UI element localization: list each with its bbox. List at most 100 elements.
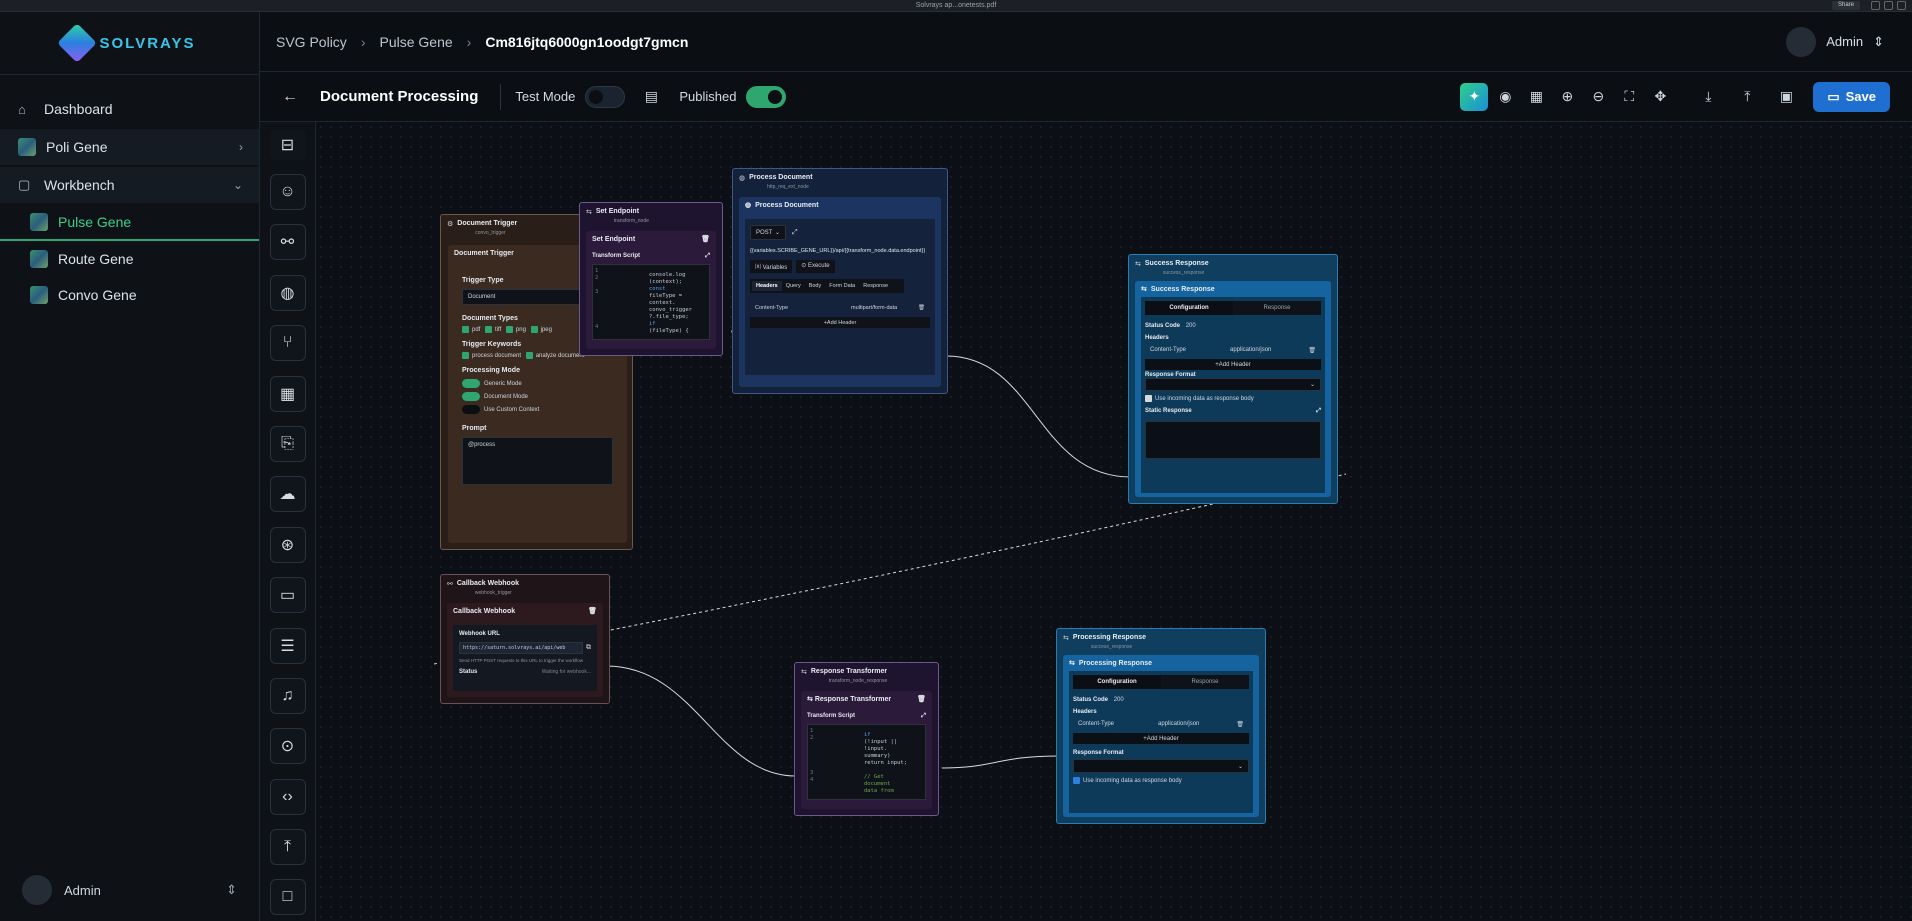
checkbox[interactable] xyxy=(485,326,493,333)
fit-view-icon[interactable]: ⛶ xyxy=(1624,88,1635,104)
close-icon[interactable] xyxy=(1897,1,1906,10)
monitor-node-icon[interactable]: ▭ xyxy=(269,577,306,614)
trash-icon[interactable]: 🗑 xyxy=(1308,348,1316,354)
tab-body[interactable]: Body xyxy=(808,283,822,289)
tab-form-data[interactable]: Form Data xyxy=(829,283,856,289)
collapse-panel-icon[interactable]: ⊟ xyxy=(269,130,306,160)
code-node-icon[interactable]: ‹› xyxy=(269,778,306,815)
trash-icon[interactable]: 🗑 xyxy=(588,608,597,615)
upload-icon[interactable]: ⤒ xyxy=(1744,88,1751,104)
square-node-icon[interactable]: □ xyxy=(269,879,306,916)
status-value[interactable]: 200 xyxy=(1185,323,1196,329)
tab-configuration[interactable]: Configuration xyxy=(1073,675,1161,689)
header-key[interactable]: Content-Type xyxy=(1150,347,1187,353)
table-node-icon[interactable]: ▦ xyxy=(269,375,306,412)
add-header-button[interactable]: + Add Header xyxy=(1073,733,1249,744)
format-select[interactable]: ⌄ xyxy=(1073,759,1249,773)
webhook-url[interactable]: https://saturn.solvrays.ai/api/web xyxy=(459,642,583,654)
sidebar-user-menu[interactable]: Admin ⇕ xyxy=(22,875,237,905)
tab-response[interactable]: Response xyxy=(863,283,889,289)
trigger-type-select[interactable]: Document⌄ xyxy=(462,289,613,305)
sidebar-item-route-gene[interactable]: Route Gene xyxy=(0,241,259,277)
cloud-node-icon[interactable]: ☁ xyxy=(269,476,306,513)
prompt-textarea[interactable]: @process xyxy=(462,437,613,486)
trash-icon[interactable]: 🗑 xyxy=(918,305,925,311)
header-value[interactable]: multipart/form-data xyxy=(851,305,898,311)
header-value[interactable]: application/json xyxy=(1230,347,1272,353)
published-toggle[interactable] xyxy=(746,85,787,108)
tab-query[interactable]: Query xyxy=(785,283,801,289)
zoom-out-icon[interactable]: ⊖ xyxy=(1592,88,1605,104)
breadcrumb-item[interactable]: SVG Policy xyxy=(276,33,347,50)
download-icon[interactable]: ⤓ xyxy=(1705,88,1712,104)
sidebar-item-poli-gene[interactable]: Poli Gene › xyxy=(0,129,259,165)
copy-icon[interactable]: ⧉ xyxy=(586,644,591,651)
chatbot-node-icon[interactable]: ☺ xyxy=(269,174,306,210)
sidebar-item-convo-gene[interactable]: Convo Gene xyxy=(0,277,259,313)
checkbox[interactable] xyxy=(1073,777,1080,784)
static-response-textarea[interactable] xyxy=(1145,421,1321,460)
trash-icon[interactable]: 🗑 xyxy=(1236,722,1244,728)
header-key[interactable]: Content-Type xyxy=(755,305,789,311)
auto-layout-icon[interactable]: ✥ xyxy=(1654,88,1667,104)
expand-icon[interactable]: ⤢ xyxy=(1316,408,1321,415)
branch-node-icon[interactable]: ⑂ xyxy=(269,325,306,362)
custom-context-toggle[interactable] xyxy=(462,405,480,415)
trash-icon[interactable]: 🗑 xyxy=(917,696,926,703)
add-header-button[interactable]: + Add Header xyxy=(750,317,930,328)
format-select[interactable]: ⌄ xyxy=(1145,378,1321,391)
checklist-node-icon[interactable]: ☰ xyxy=(269,627,306,664)
zoom-in-icon[interactable]: ⊕ xyxy=(1561,88,1574,104)
execute-button[interactable]: ⊙ Execute xyxy=(796,260,835,273)
file-node-icon[interactable]: ⎘ xyxy=(269,425,306,462)
back-arrow-icon[interactable]: ← xyxy=(282,87,298,105)
webhook-node-icon[interactable]: ⚯ xyxy=(269,224,306,261)
header-user-menu[interactable]: Admin ⇕ xyxy=(1786,26,1884,57)
header-key[interactable]: Content-Type xyxy=(1078,721,1115,727)
add-header-button[interactable]: + Add Header xyxy=(1145,359,1321,370)
globe-node-icon[interactable]: ◍ xyxy=(269,274,306,311)
bell-node-icon[interactable]: ♫ xyxy=(269,677,306,714)
api-node-icon[interactable]: ⊛ xyxy=(269,526,306,563)
checkbox[interactable] xyxy=(525,352,533,360)
status-value[interactable]: 200 xyxy=(1113,697,1124,703)
checkbox[interactable] xyxy=(462,352,469,360)
tab-response[interactable]: Response xyxy=(1263,305,1291,311)
expand-icon[interactable]: ⤢ xyxy=(792,228,798,236)
storage-icon[interactable]: ▣ xyxy=(1779,88,1793,104)
expand-icon[interactable]: ⤢ xyxy=(705,253,710,259)
history-icon[interactable]: ▤ xyxy=(644,88,658,104)
sidebar-item-pulse-gene[interactable]: Pulse Gene xyxy=(0,205,259,241)
layout-icon[interactable]: ▦ xyxy=(1529,88,1543,104)
save-button[interactable]: ▭ Save xyxy=(1813,81,1890,112)
checkbox[interactable] xyxy=(462,326,469,333)
tab-headers[interactable]: Headers xyxy=(752,281,782,291)
generic-mode-toggle[interactable] xyxy=(462,379,480,389)
header-value[interactable]: application/json xyxy=(1158,721,1200,727)
checkbox[interactable] xyxy=(1145,395,1152,402)
sidebar-item-workbench[interactable]: ▢ Workbench ⌄ xyxy=(0,167,259,203)
checkbox[interactable] xyxy=(505,326,513,333)
share-button[interactable]: Share xyxy=(1831,1,1860,10)
tab-configuration[interactable]: Configuration xyxy=(1145,301,1233,315)
request-url[interactable]: {{variables.SCRIBE_GENE_URL}}/api/{{tran… xyxy=(750,248,926,254)
method-select[interactable]: POST⌄ xyxy=(750,225,786,240)
minimize-icon[interactable] xyxy=(1871,1,1880,10)
breadcrumb-item[interactable]: Pulse Gene xyxy=(379,33,453,50)
magic-wand-icon[interactable]: ✦ xyxy=(1460,82,1489,111)
maximize-icon[interactable] xyxy=(1884,1,1893,10)
checkbox[interactable] xyxy=(530,326,538,333)
expand-icon[interactable]: ⤢ xyxy=(921,713,926,719)
tab-response[interactable]: Response xyxy=(1191,679,1219,685)
upload-node-icon[interactable]: ⤒ xyxy=(269,829,306,866)
variables-button[interactable]: ⒳ Variables xyxy=(750,260,793,273)
